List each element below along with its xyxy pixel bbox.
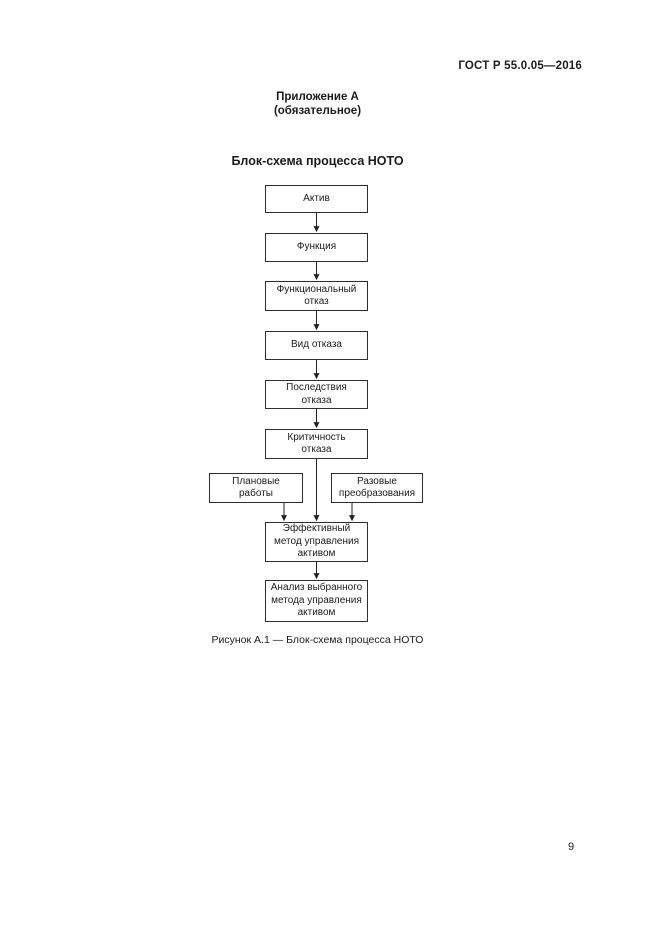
node-effective-management-method: Эффективный метод управления активом [265, 522, 368, 562]
figure-caption: Рисунок А.1 — Блок-схема процесса НОТО [211, 634, 424, 646]
node-function: Функция [265, 233, 368, 262]
appendix-heading: Приложение А (обязательное) [160, 90, 475, 118]
node-planned-works: Плановые работы [209, 473, 303, 503]
appendix-title: Приложение А [276, 91, 359, 103]
node-failure-criticality: Критичность отказа [265, 429, 368, 459]
node-selected-method-analysis: Анализ выбранного метода управления акти… [265, 580, 368, 622]
figure-title: Блок-схема процесса НОТО [231, 154, 404, 168]
running-header: ГОСТ Р 55.0.05—2016 [458, 60, 582, 72]
page-number: 9 [567, 841, 575, 853]
node-asset: Актив [265, 185, 368, 213]
node-failure-mode: Вид отказа [265, 331, 368, 360]
node-one-time-transformations: Разовые преобразования [331, 473, 423, 503]
node-failure-consequences: Последствия отказа [265, 380, 368, 409]
appendix-subtitle: (обязательное) [273, 105, 362, 117]
node-functional-failure: Функциональный отказ [265, 281, 368, 311]
